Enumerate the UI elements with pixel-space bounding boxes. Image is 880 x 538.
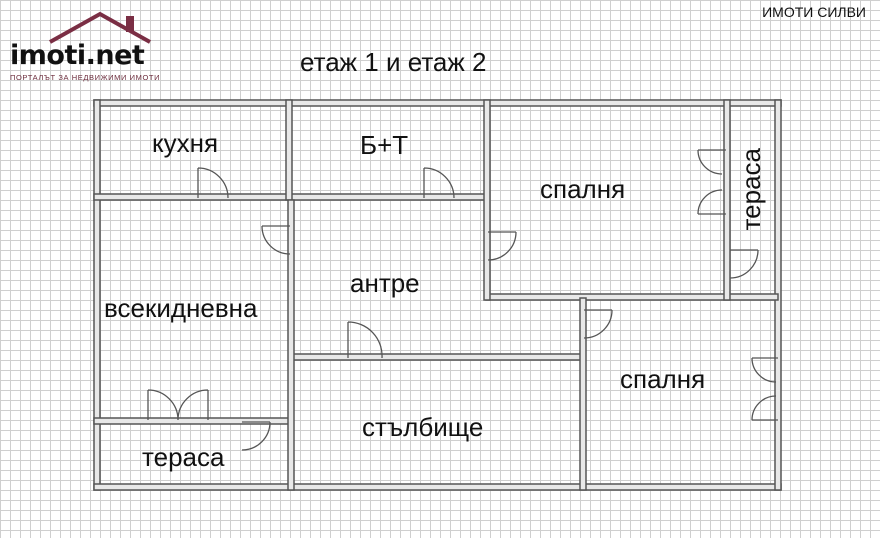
wall-hall-bottom [289, 353, 585, 361]
bedroom-bottom-door [583, 309, 613, 339]
outer-wall-left [93, 99, 101, 491]
wall-kitchen-right [285, 99, 293, 201]
bedroom-balcony-door [697, 149, 726, 215]
wall-terrace-top [93, 417, 292, 425]
imoti-logo[interactable]: imoti.net ПОРТАЛЪТ ЗА НЕДВИЖИМИ ИМОТИ [8, 6, 178, 86]
outer-wall-top [93, 99, 782, 107]
house-roof-icon [49, 11, 151, 44]
doors [147, 149, 778, 451]
bedroom-bottom-balcony-door [751, 357, 778, 421]
bedroom-door [487, 231, 517, 261]
plan-title: етаж 1 и етаж 2 [300, 47, 487, 77]
wall-living-right [287, 199, 295, 491]
bathroom-door [423, 167, 455, 199]
kitchen-door [197, 167, 229, 199]
room-label-staircase: стълбище [362, 412, 484, 442]
wall-stairs-right [579, 297, 587, 491]
living-room-door [261, 225, 291, 255]
terrace-right-door [729, 249, 759, 279]
logo-brand: imoti.net [10, 40, 145, 71]
agency-name: ИМОТИ СИЛВИ [762, 4, 866, 20]
room-label-bedroom-bottom: спалня [620, 364, 706, 394]
terrace-left-door [241, 421, 271, 451]
room-label-bedroom-top: спалня [540, 174, 626, 204]
wall-bedroom-right [723, 99, 731, 301]
walls [93, 99, 782, 491]
outer-wall-bottom [93, 483, 782, 491]
living-terrace-door [147, 389, 209, 421]
room-label-terrace-right: тераса [736, 148, 766, 231]
room-label-living-room: всекидневна [104, 293, 258, 323]
room-label-terrace-left: тераса [142, 442, 225, 472]
wall-bath-right [483, 99, 491, 301]
room-label-bathroom: Б+Т [360, 130, 409, 160]
logo-tagline: ПОРТАЛЪТ ЗА НЕДВИЖИМИ ИМОТИ [10, 73, 161, 82]
wall-bedroom-bottom [485, 293, 779, 301]
room-label-kitchen: кухня [152, 128, 219, 158]
hall-door [347, 321, 383, 359]
room-label-hall: антре [350, 268, 420, 298]
